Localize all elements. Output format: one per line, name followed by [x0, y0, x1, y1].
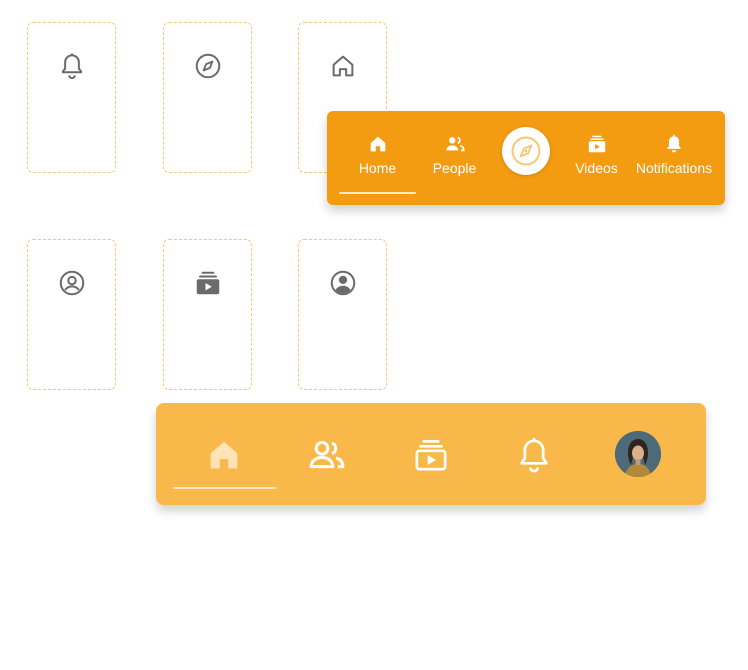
subscriptions-icon — [193, 268, 223, 298]
nav-label-videos: Videos — [575, 160, 618, 176]
icon-card-account — [298, 239, 387, 390]
bottom-nav-icons — [156, 403, 706, 505]
account-circle-icon — [328, 268, 358, 298]
home-outline-icon — [328, 51, 358, 81]
active-indicator — [339, 192, 416, 194]
icon-card-subscriptions — [163, 239, 252, 390]
videos-icon — [415, 439, 447, 471]
nav-item-people[interactable]: People — [416, 133, 493, 176]
nav-item-home[interactable]: Home — [339, 133, 416, 176]
videos-icon — [588, 135, 605, 153]
bell-icon — [667, 134, 681, 153]
bottom-nav-labeled: Home People Videos Notifications — [327, 111, 725, 205]
account-circle-outline-icon — [57, 268, 87, 298]
nav-label-home: Home — [358, 160, 397, 176]
icon-card-bell — [27, 22, 116, 173]
avatar-photo — [615, 431, 661, 477]
explore-fab-button[interactable] — [502, 127, 550, 175]
compass-icon — [193, 51, 223, 81]
bell-icon — [520, 437, 548, 473]
nav-label-people: People — [432, 160, 477, 176]
icon-card-account-outline — [27, 239, 116, 390]
nav-icon-home[interactable] — [204, 435, 244, 475]
compass-icon — [511, 136, 541, 166]
home-icon — [370, 136, 385, 152]
home-icon — [210, 441, 238, 469]
people-icon — [445, 136, 465, 152]
nav-item-notifications[interactable]: Notifications — [631, 133, 717, 176]
nav-icon-notifications[interactable] — [514, 435, 554, 475]
nav-icon-videos[interactable] — [411, 435, 451, 475]
nav-icon-people[interactable] — [307, 435, 347, 475]
bell-outline-icon — [57, 51, 87, 81]
avatar[interactable] — [615, 431, 661, 477]
icon-card-compass — [163, 22, 252, 173]
nav-item-videos[interactable]: Videos — [558, 133, 635, 176]
active-indicator — [173, 487, 276, 489]
people-icon — [309, 441, 345, 469]
nav-label-notifications: Notifications — [635, 160, 713, 176]
